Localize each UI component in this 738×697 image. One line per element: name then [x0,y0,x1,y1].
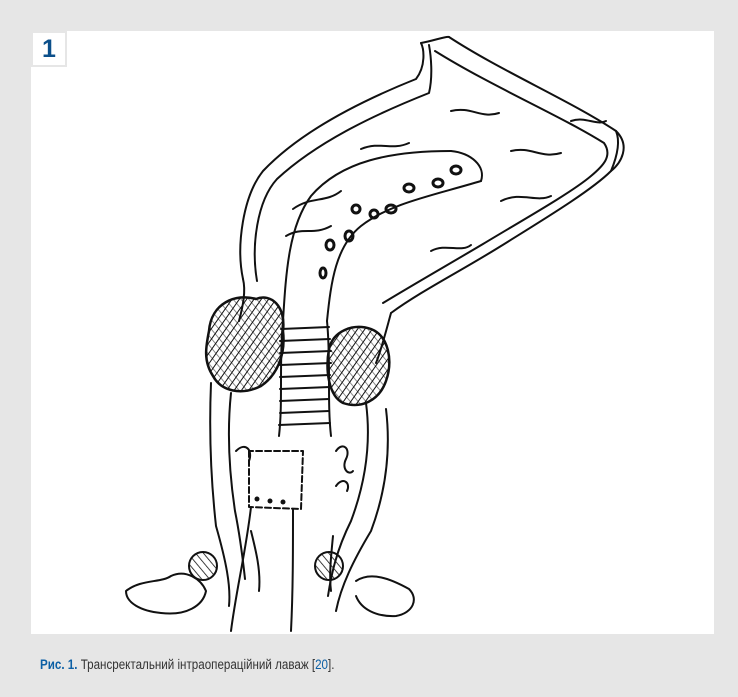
tube-hole [320,268,326,278]
illustration-transrectal-lavage [31,31,714,634]
colon-wall-outer-right [391,37,624,313]
caption-label: Рис. 1. [40,657,77,672]
caption-reference-link[interactable]: 20 [315,657,328,672]
anal-wall-left-inner [229,393,245,579]
tube-hole [345,231,353,241]
tube-outline-right [327,181,481,321]
colon-wall-outer-left [240,43,423,279]
tube-lower-right [291,509,293,631]
caption-text: Трансректальний інтраопераційний лаваж [ [77,657,315,672]
mucosa-fold [511,150,561,155]
tube-hole [451,166,461,174]
figure-number: 1 [33,33,65,65]
colon-top-edge [421,37,449,43]
tube-lower-left [231,507,251,631]
figure-caption: Рис. 1. Трансректальний інтраопераційний… [40,657,625,672]
colon-wall-inner-left [255,45,432,281]
tube-outline-left [283,151,451,321]
mucosa-fold [501,196,551,201]
perianal-tissue-left [126,574,206,614]
perianal-tissue-right [356,576,414,616]
tube-hole [404,184,414,192]
tube-hole [370,210,378,218]
tube-hole [326,240,334,250]
caption-suffix: ]. [328,657,334,672]
sphincter-right [315,552,343,580]
colon-wall-inner-right [383,51,607,303]
tube-hole [433,179,443,187]
mucosa-fold [293,191,341,209]
tube-hole [352,205,360,213]
mucosa-fold [431,245,471,251]
mucosa-fold [451,110,499,115]
mucosa-fold [361,143,409,149]
sphincter-left [189,552,217,580]
anal-wall-right [336,409,388,611]
